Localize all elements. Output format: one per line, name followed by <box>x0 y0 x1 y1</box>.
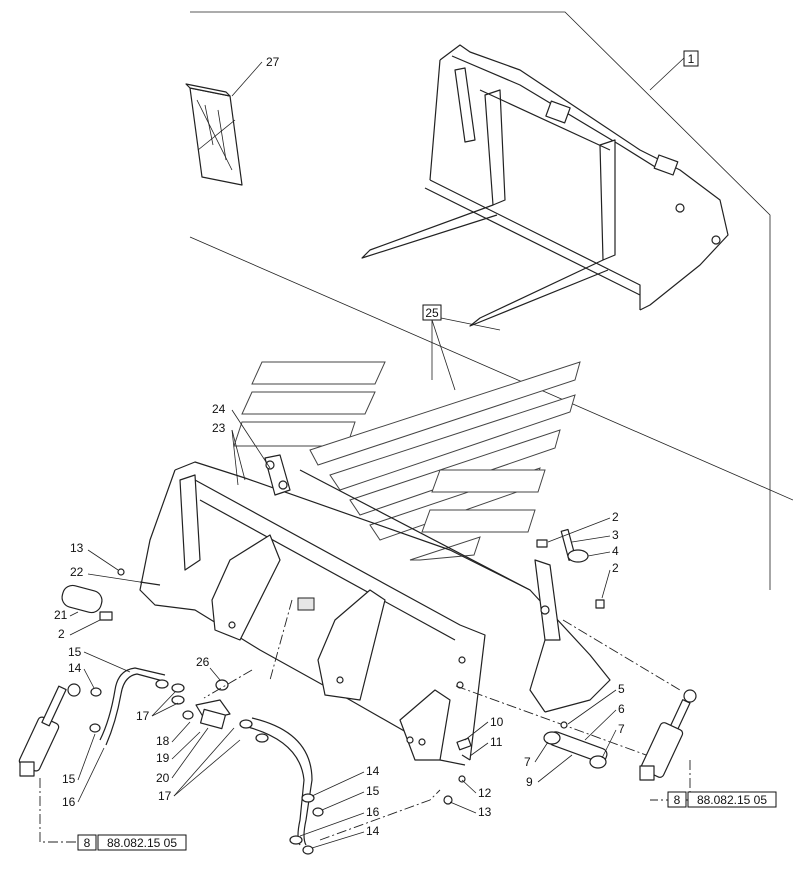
reference-box-right[interactable]: 8 88.082.15 05 <box>667 791 777 808</box>
callout-15-a: 15 <box>68 645 82 659</box>
callout-22: 22 <box>70 565 84 579</box>
group-boundary-lines <box>189 11 793 590</box>
right-pin-icon <box>543 721 608 769</box>
callout-7-b: 7 <box>524 755 531 769</box>
callout-7-a: 7 <box>618 722 625 736</box>
callout-17-a: 17 <box>136 709 150 723</box>
callout-1: 1 <box>688 52 695 66</box>
fitting-icon <box>99 611 113 621</box>
callout-2-b: 2 <box>612 510 619 524</box>
callout-13-b: 13 <box>478 805 492 819</box>
long-hose-icon <box>239 717 324 855</box>
callout-14-a: 14 <box>68 661 82 675</box>
bolt-icon <box>117 568 125 576</box>
sleeve-icon <box>61 584 103 614</box>
callout-12: 12 <box>478 786 492 800</box>
reference-left-code: 88.082.15 05 <box>107 836 177 850</box>
callout-20: 20 <box>156 771 170 785</box>
hose-icon <box>89 667 229 746</box>
reference-left-num: 8 <box>84 836 91 850</box>
callout-18: 18 <box>156 734 170 748</box>
reference-right-num: 8 <box>674 793 681 807</box>
dealer-logo-watermark <box>233 361 581 561</box>
callout-24: 24 <box>212 402 226 416</box>
valve-block-icon <box>195 699 231 730</box>
callout-27: 27 <box>266 55 280 69</box>
reference-leader-right-2 <box>562 619 681 691</box>
bucket-icon <box>139 454 611 766</box>
callout-21: 21 <box>54 608 68 622</box>
reference-leader-bottom <box>319 789 441 841</box>
pallet-fork-icon <box>361 44 729 327</box>
callout-2-a: 2 <box>58 627 65 641</box>
bolt-assembly-icon <box>443 737 472 805</box>
callout-13-a: 13 <box>70 541 84 555</box>
callout-16-a: 16 <box>62 795 76 809</box>
callout-25: 25 <box>425 306 439 320</box>
reference-leader-left <box>39 778 78 843</box>
callout-9: 9 <box>526 775 533 789</box>
manual-booklet-icon <box>185 83 243 186</box>
callout-2-c: 2 <box>612 561 619 575</box>
callout-26: 26 <box>196 655 210 669</box>
callout-14-c: 14 <box>366 824 380 838</box>
callout-15-b: 15 <box>62 772 76 786</box>
reference-box-left[interactable]: 8 88.082.15 05 <box>77 834 187 851</box>
callout-3: 3 <box>612 528 619 542</box>
reference-leader-right <box>455 685 661 761</box>
callout-14-b: 14 <box>366 764 380 778</box>
hydraulic-cylinder-icon <box>18 683 81 777</box>
callout-15-c: 15 <box>366 784 380 798</box>
callout-17-b: 17 <box>158 789 172 803</box>
callout-6: 6 <box>618 702 625 716</box>
reference-right-code: 88.082.15 05 <box>697 793 767 807</box>
reference-leader-bucket-2 <box>269 599 293 681</box>
callout-16-b: 16 <box>366 805 380 819</box>
callout-10: 10 <box>490 715 504 729</box>
hydraulic-cylinder-right-icon <box>639 689 697 781</box>
callout-11: 11 <box>490 735 503 749</box>
pin-icon <box>139 581 161 586</box>
callout-23: 23 <box>212 421 226 435</box>
callout-19: 19 <box>156 751 170 765</box>
callout-5: 5 <box>618 682 625 696</box>
reference-leader-bucket <box>203 669 253 699</box>
callout-4: 4 <box>612 544 619 558</box>
